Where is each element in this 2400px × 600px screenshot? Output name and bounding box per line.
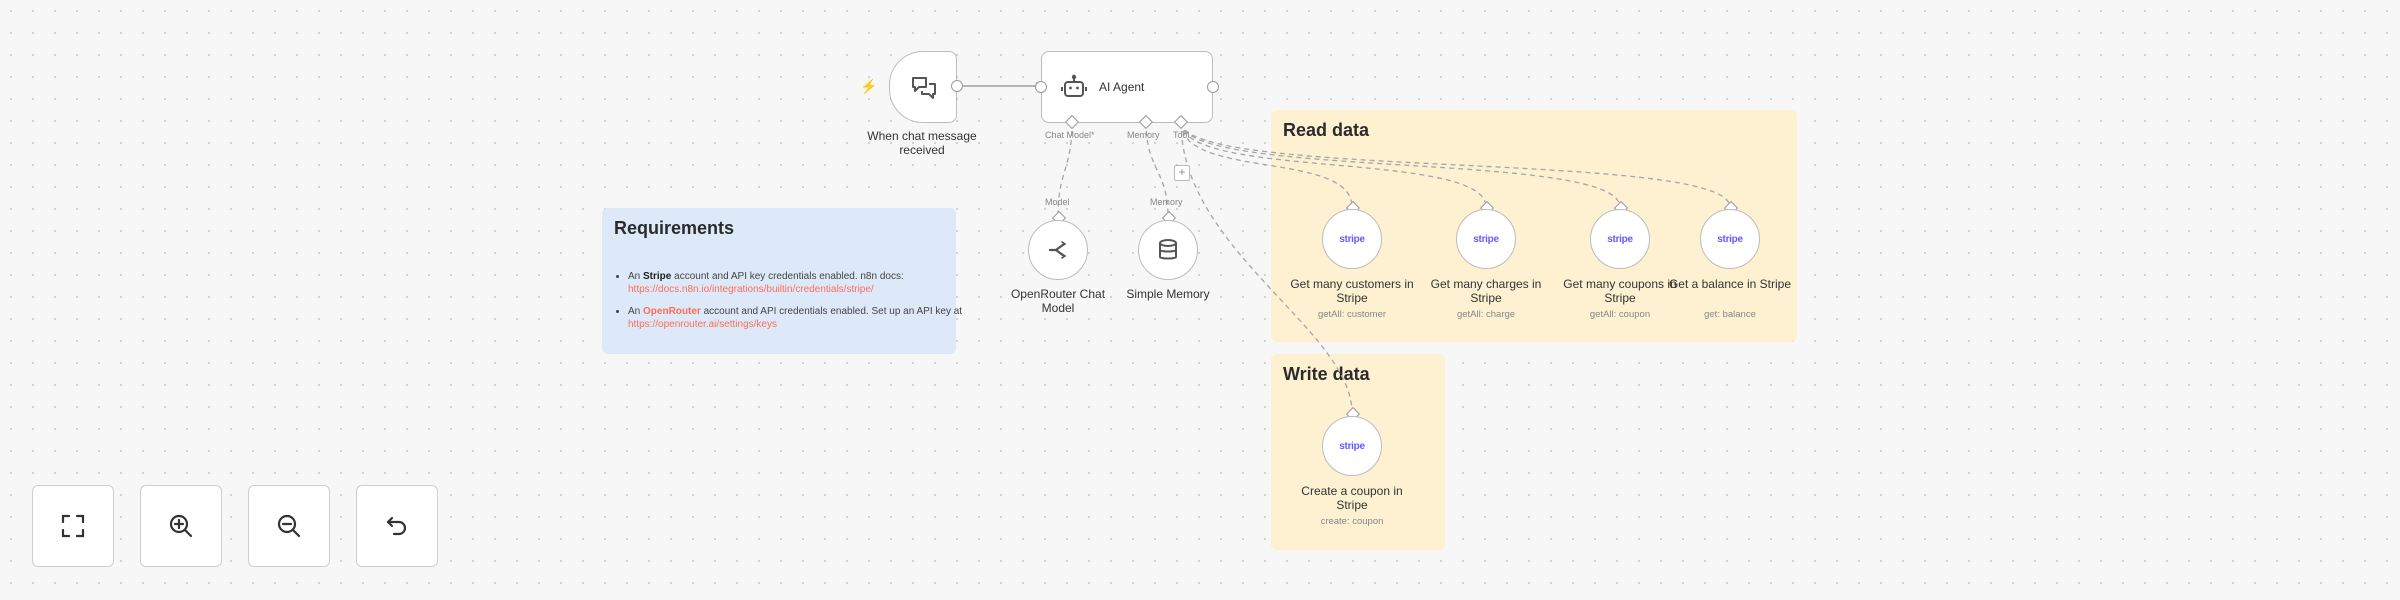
agent-output-port[interactable] [1207,81,1219,93]
read-data-title: Read data [1283,120,1370,140]
openrouter-port-label: Model [1045,197,1070,207]
zoom-out-button[interactable] [248,485,330,567]
fit-view-button[interactable] [32,485,114,567]
stripe-create-coupon-node[interactable]: stripe [1322,416,1382,476]
trigger-output-port[interactable] [951,80,963,92]
write-data-title: Write data [1283,364,1370,384]
requirements-sticky-note[interactable]: Requirements An Stripe account and API k… [602,208,962,354]
memory-connection [1145,121,1169,218]
stripe-get-coupons-node[interactable]: stripe [1590,209,1650,269]
chat-trigger-label: When chat message received [867,129,977,157]
memory-port-label: Memory [1127,130,1160,140]
stripe-docs-link[interactable]: https://docs.n8n.io/integrations/builtin… [628,284,874,295]
openrouter-brand-text: OpenRouter [643,306,701,317]
stripe-logo-icon: stripe [1607,233,1633,245]
stripe-get-customers-subtitle: getAll: customer [1317,309,1387,320]
stripe-logo-icon: stripe [1339,440,1365,452]
zoom-out-icon [277,514,301,538]
database-icon [1159,239,1177,260]
model-connection [1057,121,1073,218]
tool-connection-create-coupon [1180,121,1353,414]
simple-memory-node[interactable] [1138,220,1198,280]
openrouter-keys-link[interactable]: https://openrouter.ai/settings/keys [628,319,777,330]
stripe-get-customers-label: Get many customers in Stripe [1290,277,1414,305]
stripe-logo-icon: stripe [1717,233,1743,245]
openrouter-chat-model-node[interactable] [1028,220,1088,280]
stripe-create-coupon-subtitle: create: coupon [1320,516,1384,527]
stripe-brand-text: Stripe [643,271,672,282]
stripe-create-coupon-label: Create a coupon in Stripe [1301,484,1403,512]
stripe-get-customers-node[interactable]: stripe [1322,209,1382,269]
requirement-stripe: An Stripe account and API key credential… [628,270,964,296]
agent-input-port[interactable] [1035,81,1047,93]
ai-agent-label: AI Agent [1099,80,1145,94]
fullscreen-icon [61,514,85,538]
requirements-list: An Stripe account and API key credential… [614,270,964,340]
openrouter-label: OpenRouter Chat Model [1010,287,1106,315]
requirement-openrouter: An OpenRouter account and API credential… [628,305,964,331]
robot-icon [1061,74,1087,97]
stripe-get-charges-node[interactable]: stripe [1456,209,1516,269]
chat-model-port-label: Chat Model* [1045,130,1095,140]
stripe-logo-icon: stripe [1339,233,1365,245]
undo-icon [386,516,407,536]
tool-connection-customers [1180,121,1353,208]
simple-memory-label: Simple Memory [1126,287,1210,301]
trigger-bolt-icon: ⚡ [860,78,878,94]
tool-port-label: Tool [1173,130,1190,140]
stripe-get-coupons-label: Get many coupons in Stripe [1563,277,1677,305]
stripe-get-balance-label: Get a balance in Stripe [1668,277,1792,291]
tool-connection-coupons [1180,121,1621,208]
stripe-get-charges-label: Get many charges in Stripe [1430,277,1542,305]
add-tool-button[interactable]: + [1174,165,1190,181]
stripe-get-balance-subtitle: get: balance [1704,309,1756,320]
stripe-logo-icon: stripe [1473,233,1499,245]
requirements-title: Requirements [614,218,735,238]
tool-connection-charges [1180,121,1487,208]
chat-trigger-node[interactable] [889,51,957,123]
reset-zoom-button[interactable] [356,485,438,567]
zoom-in-icon [169,514,193,538]
tool-connection-balance [1180,121,1731,208]
ai-agent-node[interactable]: AI Agent [1041,51,1213,123]
stripe-get-balance-node[interactable]: stripe [1700,209,1760,269]
zoom-in-button[interactable] [140,485,222,567]
stripe-get-coupons-subtitle: getAll: coupon [1589,309,1651,320]
openrouter-icon [1048,241,1067,259]
stripe-get-charges-subtitle: getAll: charge [1456,309,1516,320]
simple-memory-port-label: Memory [1150,197,1183,207]
chat-bubbles-icon [912,77,936,99]
